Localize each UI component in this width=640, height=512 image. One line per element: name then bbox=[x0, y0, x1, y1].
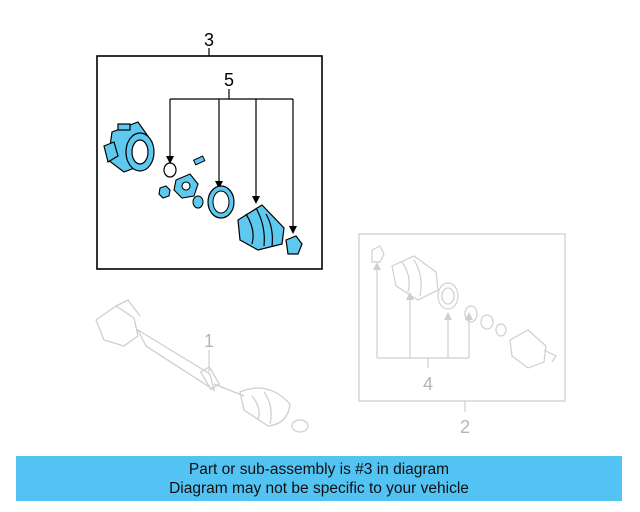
cv-boot bbox=[237, 204, 285, 251]
retaining-clip bbox=[192, 155, 206, 166]
callout-4-arrowheads bbox=[373, 262, 473, 320]
o-ring bbox=[163, 162, 177, 178]
callout-5-arrowheads bbox=[166, 156, 297, 234]
outer-parts-faded bbox=[371, 245, 557, 369]
outer-assembly-2-frame bbox=[358, 233, 566, 402]
callout-5-label: 5 bbox=[224, 70, 234, 90]
callout-1-label: 1 bbox=[204, 331, 214, 351]
callout-4-leaders bbox=[376, 268, 470, 368]
boot-clamp-small bbox=[285, 235, 303, 255]
callout-3-label: 3 bbox=[204, 30, 214, 50]
callout-2-label: 2 bbox=[460, 417, 470, 437]
banner-line-1: Part or sub-assembly is #3 in diagram bbox=[188, 461, 450, 478]
tripod-spider bbox=[173, 173, 199, 199]
callout-5-leaders bbox=[169, 89, 294, 228]
nut bbox=[158, 185, 171, 199]
outer-assembly-2-group: 2 4 bbox=[358, 233, 566, 437]
joint-housing bbox=[103, 121, 155, 173]
assembly-3-group[interactable]: 3 5 bbox=[96, 30, 323, 270]
info-banner: Part or sub-assembly is #3 in diagram Di… bbox=[16, 456, 622, 501]
banner-line-2: Diagram may not be specific to your vehi… bbox=[169, 480, 469, 497]
axle-shaft-1 bbox=[95, 299, 309, 433]
boot-clamp-large-inner bbox=[212, 190, 230, 214]
callout-4-label: 4 bbox=[423, 374, 433, 394]
washer bbox=[192, 195, 204, 209]
